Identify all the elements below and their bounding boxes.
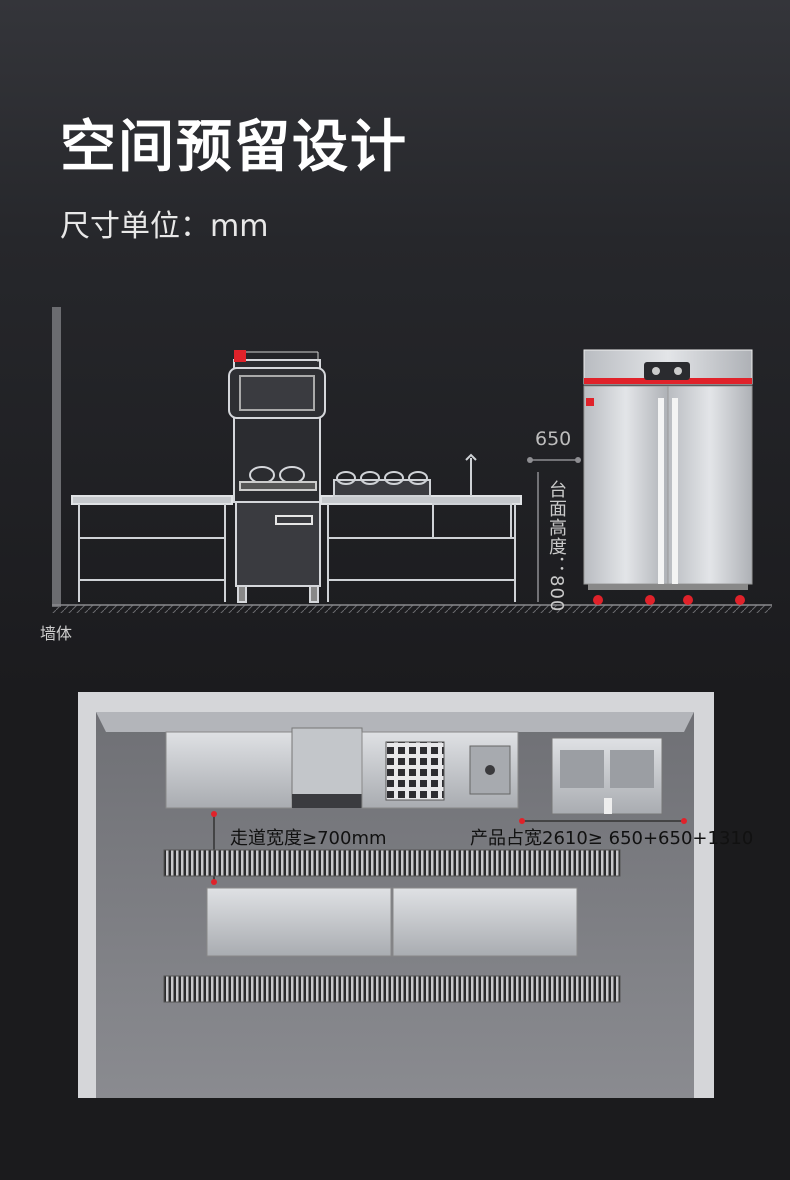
disinfection-cabinet: [583, 349, 753, 605]
right-sink-table: [320, 453, 522, 602]
side-view-section: 空间预留设计 尺寸单位：mm: [0, 0, 790, 690]
wall-bar: [52, 307, 61, 607]
island-table-left: [206, 887, 392, 957]
wall-label: 墙体: [40, 624, 73, 643]
page-title: 空间预留设计: [60, 115, 408, 180]
drain-grate-upper: [163, 849, 621, 877]
cabinet-height-label: 650: [535, 428, 572, 450]
plan-dishwasher: [291, 727, 363, 808]
side-elevation-drawing: [52, 307, 772, 613]
product-width-label: 产品占宽2610≥ 650+650+1310: [470, 828, 754, 849]
left-worktable: [71, 495, 233, 602]
plan-sink-table: [361, 731, 519, 809]
plan-cabinet: [551, 737, 663, 815]
dishwasher: [228, 350, 326, 603]
plan-left-table: [165, 731, 293, 809]
island-table-right: [392, 887, 578, 957]
floor-hatch: [52, 605, 772, 613]
aisle-width-label: 走道宽度≥700mm: [230, 828, 387, 849]
counter-height-label: 台面高度：800: [546, 480, 567, 613]
drain-grate-lower: [163, 975, 621, 1003]
unit-subtitle: 尺寸单位：mm: [60, 209, 269, 244]
plan-view-drawing: [78, 692, 714, 1098]
dishwasher-indicator: [234, 350, 246, 362]
